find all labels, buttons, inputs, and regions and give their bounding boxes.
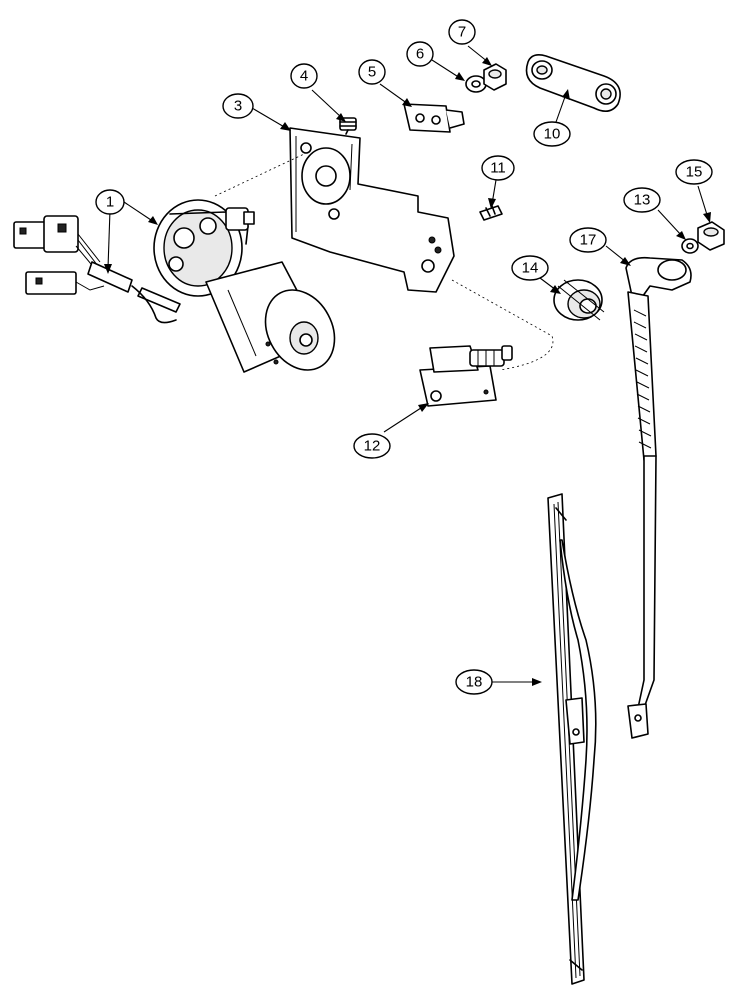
callout-4: 4 [290,63,318,89]
spindle-housing-12 [419,345,513,407]
callout-6: 6 [406,41,434,67]
nut-15 [697,221,725,251]
link-arm-10 [525,54,621,112]
callout-18: 18 [455,669,493,695]
callout-12-label: 12 [364,438,381,455]
callout-11: 11 [481,155,515,181]
callout-3-label: 3 [234,98,242,115]
callout-1: 1 [95,189,125,215]
wiper-arm-17 [625,256,692,739]
callout-1-label: 1 [106,194,114,211]
callout-17: 17 [569,227,607,253]
wiper-motor [13,199,336,373]
callout-5: 5 [358,59,386,85]
callout-17-label: 17 [580,232,597,249]
spindle-cap-14 [553,279,605,321]
callout-7-label: 7 [458,24,466,41]
washer-13 [681,238,699,254]
callout-6-label: 6 [416,46,424,63]
callout-11-label: 11 [490,160,506,177]
callout-15-label: 15 [686,164,703,181]
callout-4-label: 4 [300,68,308,85]
callout-18-label: 18 [466,674,483,691]
washer-6 [465,75,487,93]
bolt-11 [479,205,503,221]
harness-connector-lower [25,271,105,295]
mounting-bracket [289,127,455,293]
callout-15: 15 [675,159,713,185]
callout-3: 3 [222,93,254,119]
callout-14: 14 [511,255,549,281]
harness-connector-upper [13,215,101,271]
callout-10: 10 [533,121,571,147]
plate-5 [403,103,465,133]
callout-7: 7 [448,19,476,45]
callout-12: 12 [353,433,391,459]
wiper-blade-18 [547,493,597,985]
callout-5-label: 5 [368,64,376,81]
callout-13-label: 13 [634,192,651,209]
leader-lines [104,45,711,686]
callout-10-label: 10 [544,126,561,143]
callout-14-label: 14 [522,260,539,277]
callout-13: 13 [623,187,661,213]
nut-7 [483,63,507,91]
